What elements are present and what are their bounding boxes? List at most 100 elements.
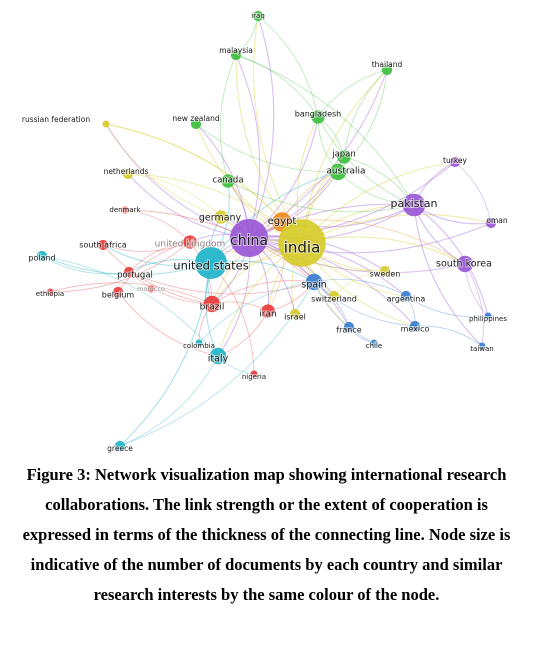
label-france: france <box>336 326 361 335</box>
label-australia: australia <box>326 167 365 177</box>
node-israel <box>289 308 301 320</box>
label-ethiopia: ethiopia <box>36 290 64 298</box>
label-southafrica: south africa <box>79 241 127 250</box>
node-germany <box>214 210 228 224</box>
label-philippines: philippines <box>469 315 507 323</box>
label-italy: italy <box>208 354 229 365</box>
label-egypt: egypt <box>268 216 297 227</box>
label-japan: japan <box>331 150 356 160</box>
node-australia <box>329 163 347 181</box>
node-pakistan <box>402 193 426 217</box>
label-india: india <box>284 239 321 257</box>
link-canada-pakistan <box>227 180 415 213</box>
link-poland-italy <box>41 255 219 357</box>
label-israel: israel <box>284 313 306 322</box>
link-portugal-brazil <box>128 271 213 305</box>
link-china-iraq <box>248 15 275 239</box>
node-nigeria <box>250 370 258 378</box>
label-greece: greece <box>107 444 133 453</box>
link-china-turkey <box>248 161 456 239</box>
link-china-pakistan <box>248 204 415 242</box>
node-china <box>229 218 269 258</box>
node-nz <box>190 118 202 130</box>
node-mexico <box>409 320 421 332</box>
link-us-greece <box>119 262 212 447</box>
label-bangladesh: bangladesh <box>295 110 342 119</box>
node-japan <box>337 150 351 164</box>
link-poland-portugal <box>41 255 130 275</box>
link-bangladesh-pakistan <box>317 116 415 206</box>
link-india-oman <box>301 213 492 244</box>
node-bangladesh <box>311 110 325 124</box>
link-denmark-spain <box>124 209 315 283</box>
label-spain: spain <box>301 280 326 291</box>
label-thailand: thailand <box>372 60 403 69</box>
link-spain-chile <box>313 281 375 344</box>
label-germany: germany <box>199 213 242 224</box>
label-colombia: colombia <box>183 342 215 350</box>
label-brazil: brazil <box>200 303 225 313</box>
node-turkey <box>449 156 461 168</box>
label-russia: russian federation <box>22 115 90 124</box>
link-bangladesh-thailand <box>317 69 388 118</box>
node-poland <box>36 250 48 262</box>
label-poland: poland <box>28 254 55 263</box>
node-oman <box>485 217 497 229</box>
link-china-southkorea <box>248 237 466 274</box>
link-colombia-spain <box>198 281 315 344</box>
link-mexico-taiwan <box>414 325 483 347</box>
node-malaysia <box>230 49 242 61</box>
node-philippines <box>484 312 492 320</box>
link-spain-mexico <box>313 281 416 327</box>
label-portugal: portugal <box>117 271 153 281</box>
link-malaysia-bangladesh <box>235 54 319 118</box>
label-nigeria: nigeria <box>242 373 266 381</box>
link-egypt-brazil <box>211 221 283 305</box>
link-italy-greece <box>119 355 219 447</box>
link-china-mexico <box>248 237 416 327</box>
label-argentina: argentina <box>387 295 426 304</box>
node-taiwan <box>478 342 486 350</box>
link-china-argentina <box>248 237 407 297</box>
node-ethiopia <box>46 288 54 296</box>
link-portugal-spain <box>128 271 315 295</box>
link-china-malaysia <box>235 54 261 239</box>
link-turkey-oman <box>454 161 492 224</box>
link-pakistan-taiwan <box>413 204 483 347</box>
label-canada: canada <box>212 176 243 186</box>
node-italy <box>209 347 227 365</box>
link-china-russia <box>105 123 250 239</box>
node-iraq <box>252 10 264 22</box>
label-us: united states <box>173 259 248 273</box>
node-france <box>343 321 355 333</box>
link-uk-belgium <box>117 241 191 293</box>
label-mexico: mexico <box>401 325 430 334</box>
link-pakistan-philippines <box>413 204 489 317</box>
link-pakistan-southkorea <box>413 204 466 265</box>
node-portugal <box>123 266 135 278</box>
label-southkorea: south korea <box>436 259 492 270</box>
node-spain <box>305 273 323 291</box>
link-netherlands-germany <box>127 173 222 218</box>
link-thailand-japan <box>343 69 388 158</box>
label-iraq: iraq <box>251 12 265 20</box>
node-belgium <box>112 286 124 298</box>
label-belgium: belgium <box>102 291 135 300</box>
link-uk-ethiopia <box>49 241 191 293</box>
label-iran: iran <box>259 310 276 320</box>
link-uk-denmark <box>124 209 191 243</box>
label-china: china <box>230 233 268 249</box>
node-us <box>195 247 227 279</box>
link-brazil-spain <box>211 280 315 305</box>
link-iraq-bangladesh <box>257 15 319 118</box>
node-argentina <box>400 290 412 302</box>
label-pakistan: pakistan <box>391 197 438 210</box>
node-brazil <box>203 295 221 313</box>
node-switzerland <box>328 290 340 302</box>
node-denmark <box>121 206 129 214</box>
label-denmark: denmark <box>109 206 141 214</box>
node-thailand <box>381 64 393 76</box>
label-sweden: sweden <box>370 270 401 279</box>
